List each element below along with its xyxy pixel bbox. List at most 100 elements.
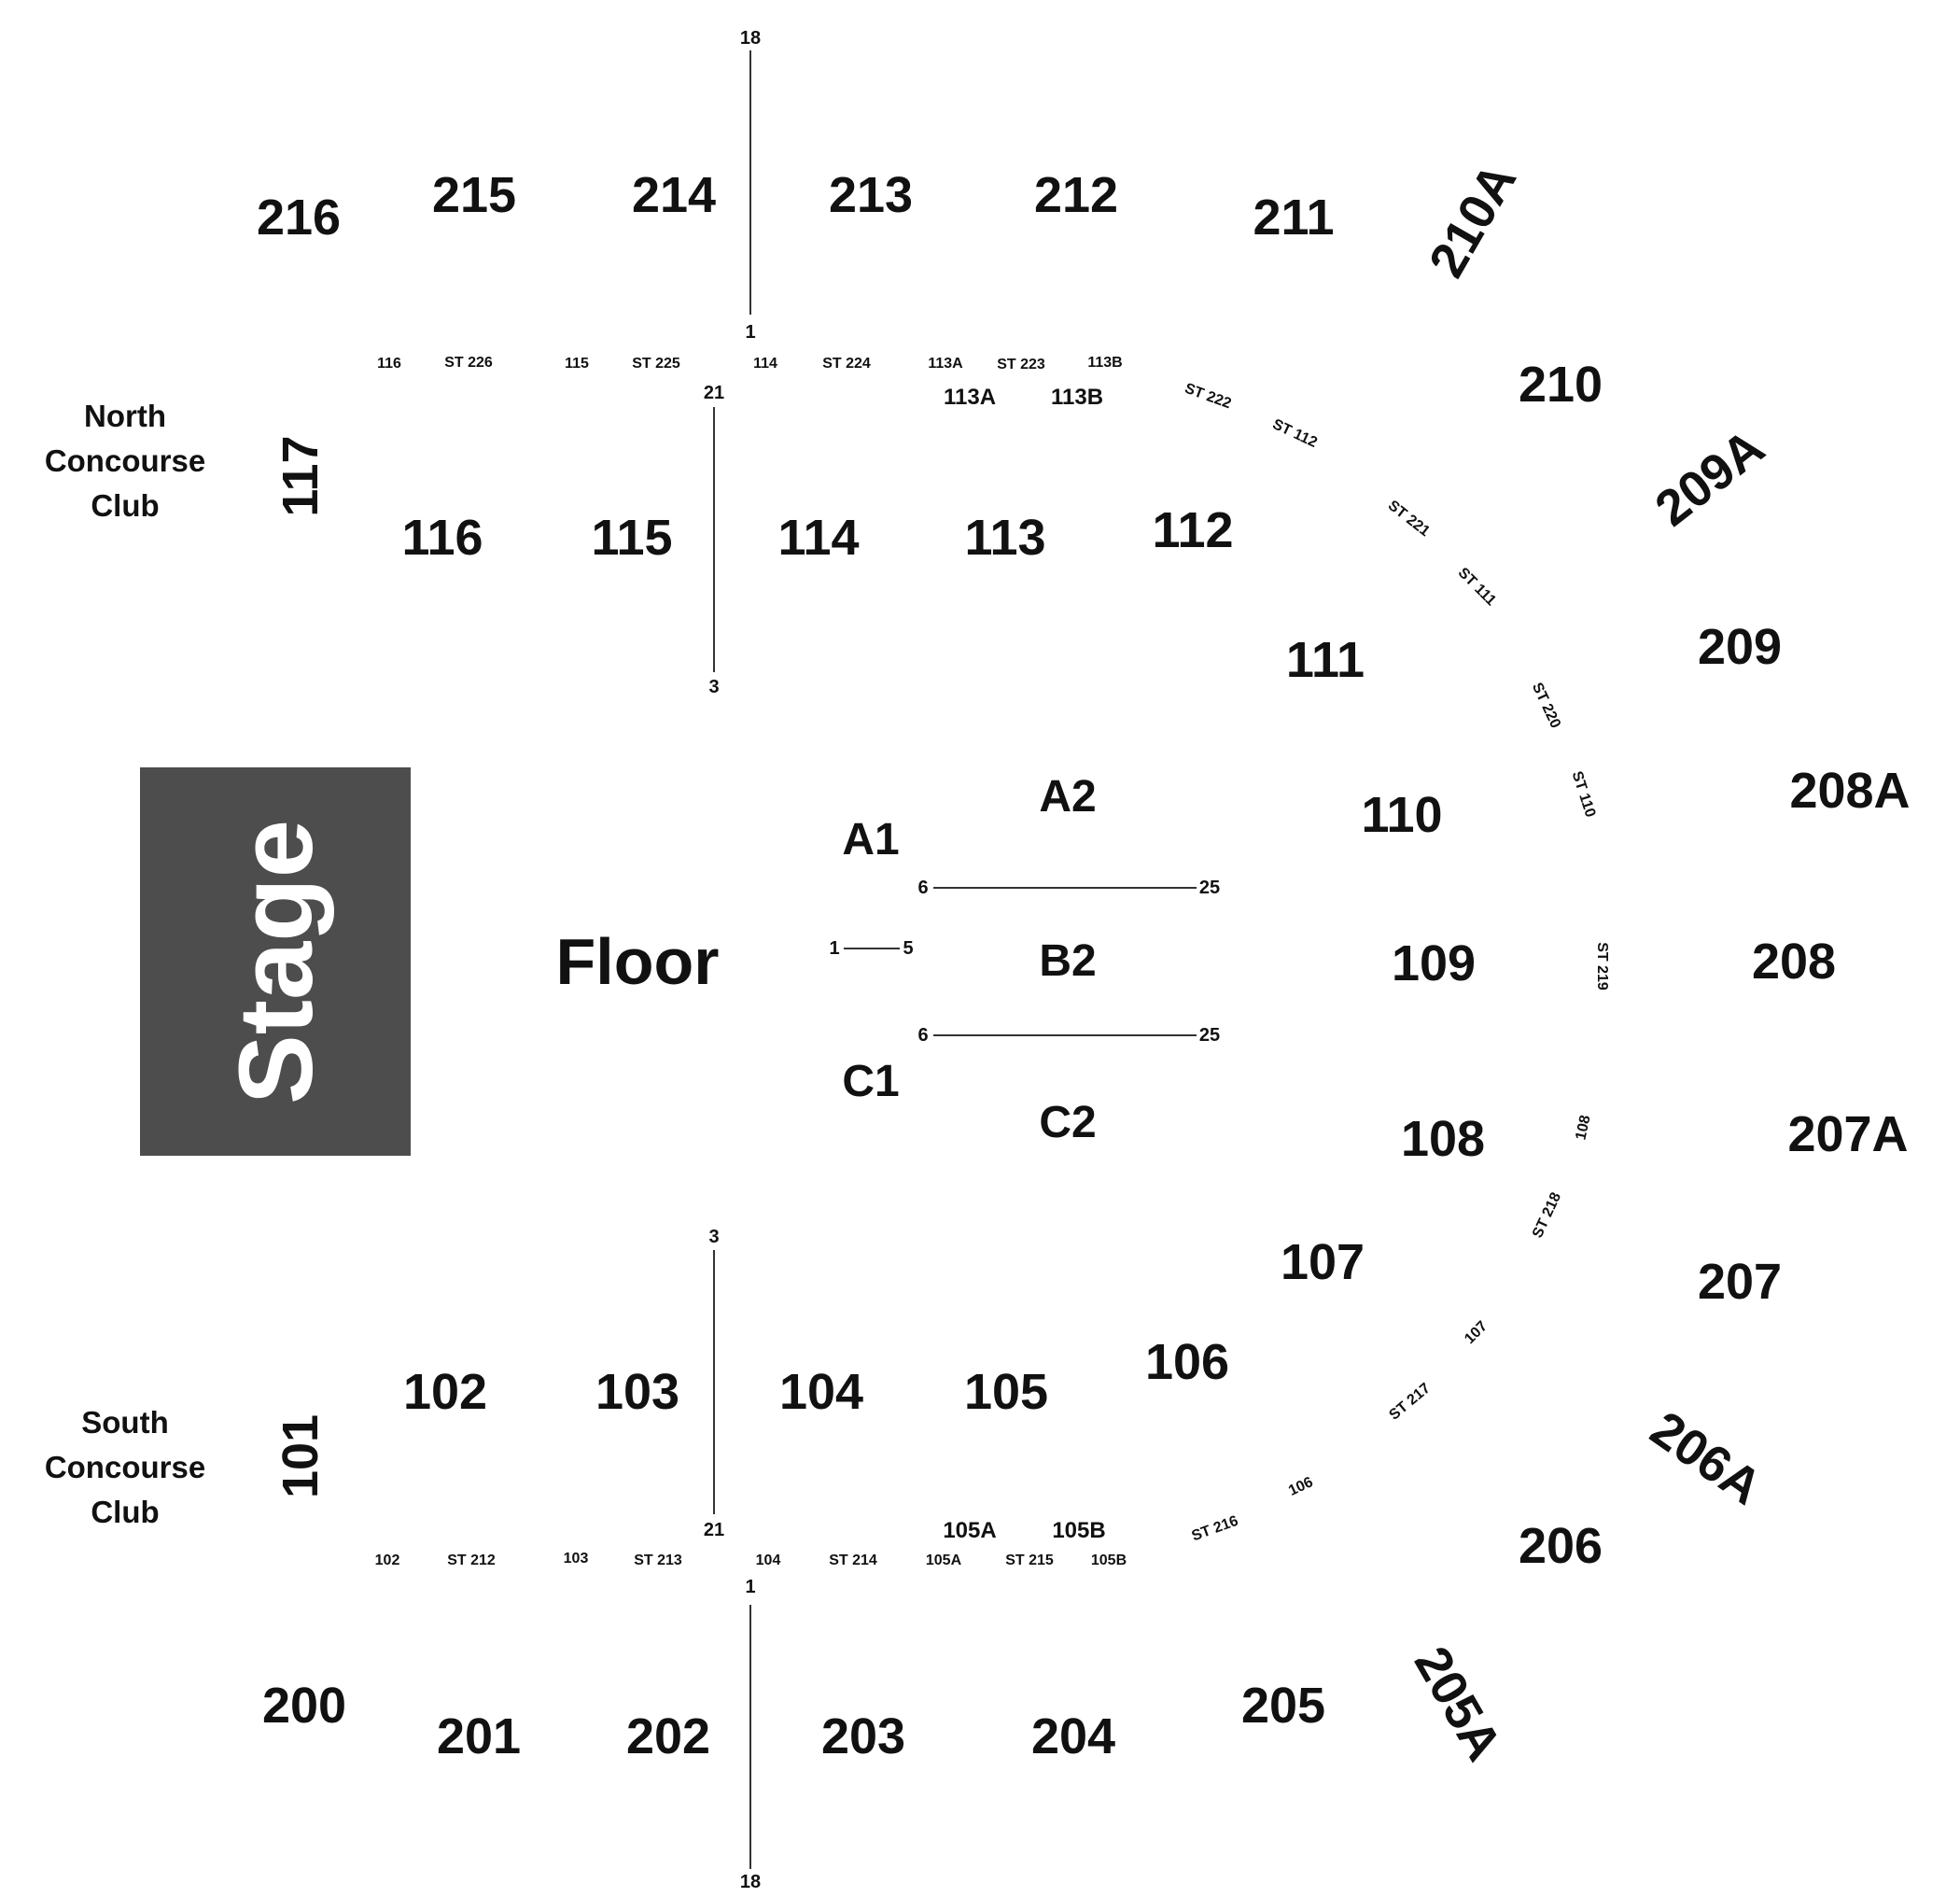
club-text: North: [84, 399, 166, 434]
section-113[interactable]: 113: [964, 510, 1046, 566]
floor-section-C1[interactable]: C1: [842, 1057, 900, 1106]
aisle-label: ST 224: [822, 356, 871, 372]
section-207[interactable]: 207: [1697, 1254, 1783, 1310]
section-116[interactable]: 116: [401, 510, 483, 566]
row-line-north-upper: [749, 50, 751, 315]
row-line-north-lower: [713, 407, 715, 672]
row-number: 3: [708, 677, 720, 697]
section-215[interactable]: 215: [431, 167, 517, 223]
aisle-label: ST 112: [1269, 416, 1320, 451]
aisle-label: 107: [1462, 1318, 1491, 1348]
section-205A[interactable]: 205A: [1403, 1637, 1513, 1770]
club-text: Club: [91, 487, 160, 523]
sub-section-113A[interactable]: 113A: [943, 385, 997, 410]
section-102[interactable]: 102: [402, 1364, 488, 1420]
aisle-label: 108: [1573, 1114, 1594, 1142]
section-105[interactable]: 105: [963, 1364, 1049, 1420]
section-207A[interactable]: 207A: [1787, 1106, 1909, 1162]
section-210[interactable]: 210: [1518, 357, 1603, 413]
section-200[interactable]: 200: [261, 1678, 347, 1734]
section-213[interactable]: 213: [828, 167, 914, 223]
section-210A[interactable]: 210A: [1418, 154, 1528, 287]
sub-section-105A[interactable]: 105A: [943, 1518, 997, 1543]
row-number: 1: [745, 1577, 756, 1597]
section-204[interactable]: 204: [1030, 1708, 1116, 1764]
aisle-label: ST 110: [1568, 769, 1599, 820]
row-number: 21: [703, 1520, 725, 1540]
floor-section-A2[interactable]: A2: [1039, 772, 1097, 822]
aisle-label: ST 223: [997, 357, 1045, 372]
row-number: 21: [703, 383, 725, 403]
aisle-label: ST 220: [1528, 680, 1564, 731]
row-number: 25: [1198, 878, 1221, 898]
section-203[interactable]: 203: [820, 1708, 906, 1764]
section-109[interactable]: 109: [1391, 935, 1477, 991]
aisle-label: 116: [377, 356, 401, 372]
aisle-label: ST 215: [1005, 1553, 1054, 1568]
row-number: 3: [708, 1227, 720, 1247]
aisle-label: 115: [565, 356, 589, 372]
section-112[interactable]: 112: [1152, 502, 1234, 558]
club-text: Concourse: [44, 443, 206, 479]
section-216[interactable]: 216: [256, 190, 342, 246]
section-209A[interactable]: 209A: [1645, 418, 1775, 538]
aisle-label: ST 213: [634, 1553, 682, 1568]
aisle-label: ST 222: [1183, 380, 1234, 413]
section-106[interactable]: 106: [1144, 1334, 1230, 1390]
sub-section-113B[interactable]: 113B: [1050, 385, 1104, 410]
aisle-label: ST 218: [1529, 1189, 1565, 1241]
row-line-floor-b: [844, 948, 900, 949]
section-211[interactable]: 211: [1253, 190, 1335, 246]
floor-label[interactable]: Floor: [555, 925, 720, 998]
section-201[interactable]: 201: [436, 1708, 522, 1764]
stage[interactable]: Stage: [140, 767, 411, 1156]
section-206A[interactable]: 206A: [1640, 1400, 1772, 1516]
aisle-label: 113B: [1087, 355, 1123, 371]
row-number: 25: [1198, 1025, 1221, 1046]
aisle-label: 102: [374, 1553, 400, 1568]
section-110[interactable]: 110: [1361, 787, 1443, 843]
row-number: 18: [739, 1872, 762, 1892]
south-concourse-club[interactable]: South Concourse Club: [18, 1400, 232, 1535]
north-concourse-club[interactable]: North Concourse Club: [18, 394, 232, 528]
floor-section-C2[interactable]: C2: [1039, 1098, 1097, 1147]
row-number: 6: [917, 1025, 929, 1046]
section-209[interactable]: 209: [1697, 619, 1783, 675]
row-line-south-lower: [713, 1250, 715, 1514]
aisle-label: ST 212: [447, 1553, 496, 1568]
row-number: 5: [903, 938, 914, 959]
aisle-label: ST 225: [632, 356, 680, 372]
section-115[interactable]: 115: [591, 510, 673, 566]
section-206[interactable]: 206: [1518, 1518, 1603, 1574]
row-number: 18: [739, 28, 762, 49]
section-214[interactable]: 214: [631, 167, 717, 223]
section-107[interactable]: 107: [1280, 1234, 1365, 1290]
aisle-label: 103: [563, 1551, 589, 1567]
section-101[interactable]: 101: [273, 1413, 329, 1499]
section-202[interactable]: 202: [625, 1708, 711, 1764]
aisle-label: ST 217: [1386, 1380, 1434, 1424]
section-104[interactable]: 104: [778, 1364, 864, 1420]
aisle-label: ST 111: [1454, 565, 1499, 610]
section-108[interactable]: 108: [1400, 1111, 1486, 1167]
aisle-label: 104: [755, 1553, 781, 1568]
aisle-label: 114: [753, 356, 777, 372]
section-117[interactable]: 117: [273, 435, 329, 517]
section-111[interactable]: 111: [1285, 632, 1365, 688]
floor-section-A1[interactable]: A1: [842, 815, 900, 864]
section-212[interactable]: 212: [1033, 167, 1119, 223]
row-number: 1: [745, 322, 756, 343]
aisle-label: ST 221: [1384, 498, 1433, 541]
section-205[interactable]: 205: [1240, 1678, 1326, 1734]
aisle-label: 113A: [928, 356, 963, 372]
section-208[interactable]: 208: [1751, 934, 1837, 990]
section-103[interactable]: 103: [595, 1364, 680, 1420]
section-114[interactable]: 114: [777, 510, 860, 566]
club-text: South: [81, 1405, 169, 1440]
row-line-floor-c: [933, 1034, 1197, 1036]
floor-section-B2[interactable]: B2: [1039, 936, 1097, 986]
sub-section-105B[interactable]: 105B: [1052, 1518, 1106, 1543]
section-208A[interactable]: 208A: [1789, 763, 1911, 819]
aisle-label: ST 214: [829, 1553, 877, 1568]
